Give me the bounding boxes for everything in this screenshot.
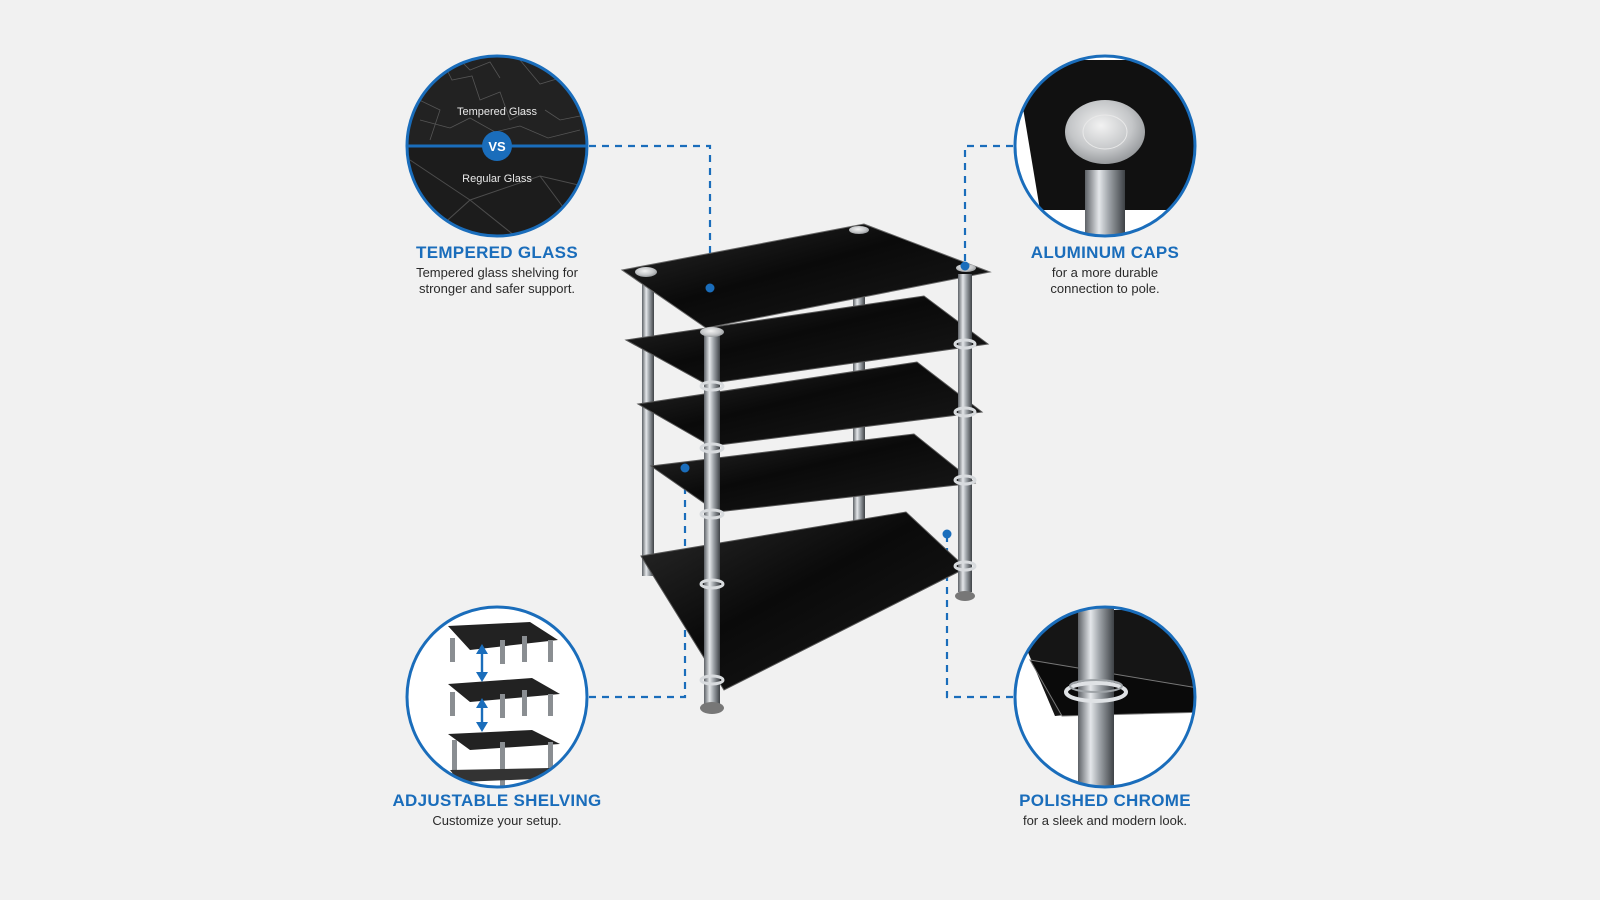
- pole-ring: [953, 406, 977, 418]
- polished-chrome-desc: for a sleek and modern look.: [1022, 813, 1188, 828]
- callout-dot-adjustable-shelving: [680, 463, 690, 473]
- shelf-4: [649, 433, 977, 513]
- callout-lines: [589, 144, 1013, 699]
- aluminum-cap: [700, 327, 724, 337]
- aluminum-caps-inset: [1013, 54, 1197, 238]
- regular-glass-inset-label: Regular Glass: [462, 173, 532, 185]
- tempered-glass-inset: VS Tempered Glass Regular Glass: [405, 54, 589, 238]
- pole-ring: [699, 674, 725, 686]
- polished-chrome-title: POLISHED CHROME: [1019, 791, 1191, 810]
- vs-badge-label: VS: [488, 139, 506, 154]
- shelf-1-top: [620, 223, 992, 329]
- shelf-5: [640, 511, 967, 691]
- adjustable-shelving-inset: [405, 605, 589, 789]
- pole-ring: [953, 338, 977, 350]
- rack-foot: [955, 591, 975, 601]
- adjustable-shelving-desc: Customize your setup.: [432, 813, 562, 828]
- tempered-glass-desc-line-2: stronger and safer support.: [418, 281, 576, 296]
- tempered-glass-inset-label: Tempered Glass: [457, 106, 538, 118]
- tempered-glass-desc-line-1: Tempered glass shelving for: [416, 265, 578, 280]
- front-pole-right: [958, 274, 972, 592]
- rear-pole-left: [642, 270, 654, 576]
- callout-line-adjustable-shelving: [589, 468, 687, 699]
- adjustable-shelving-title: ADJUSTABLE SHELVING: [392, 791, 602, 810]
- pole-ring: [953, 474, 977, 486]
- rack-foot: [700, 702, 724, 714]
- callout-line-aluminum-caps: [963, 144, 1013, 266]
- callout-line-polished-chrome: [945, 534, 1013, 699]
- polished-chrome-inset: [1013, 605, 1197, 789]
- pole-ring: [699, 578, 725, 590]
- pole-ring: [699, 508, 725, 520]
- glass-rack-product: [620, 223, 992, 714]
- pole-ring: [953, 560, 977, 572]
- callout-dot-polished-chrome: [942, 529, 952, 539]
- pole-ring: [699, 442, 725, 454]
- aluminum-caps-desc-line-2: connection to pole.: [1050, 281, 1160, 296]
- vs-badge: [482, 131, 512, 161]
- pole-ring: [699, 380, 725, 392]
- callout-line-tempered-glass: [589, 144, 712, 288]
- aluminum-cap: [849, 226, 869, 234]
- aluminum-cap: [635, 267, 657, 277]
- callout-dot-aluminum-caps: [960, 261, 970, 271]
- callout-dot-tempered-glass: [705, 283, 715, 293]
- aluminum-caps-title: ALUMINUM CAPS: [1030, 243, 1180, 262]
- aluminum-caps-desc-line-1: for a more durable: [1051, 265, 1159, 280]
- tempered-glass-title: TEMPERED GLASS: [416, 243, 578, 262]
- callout-dots: [680, 261, 970, 539]
- shelf-3: [636, 361, 984, 447]
